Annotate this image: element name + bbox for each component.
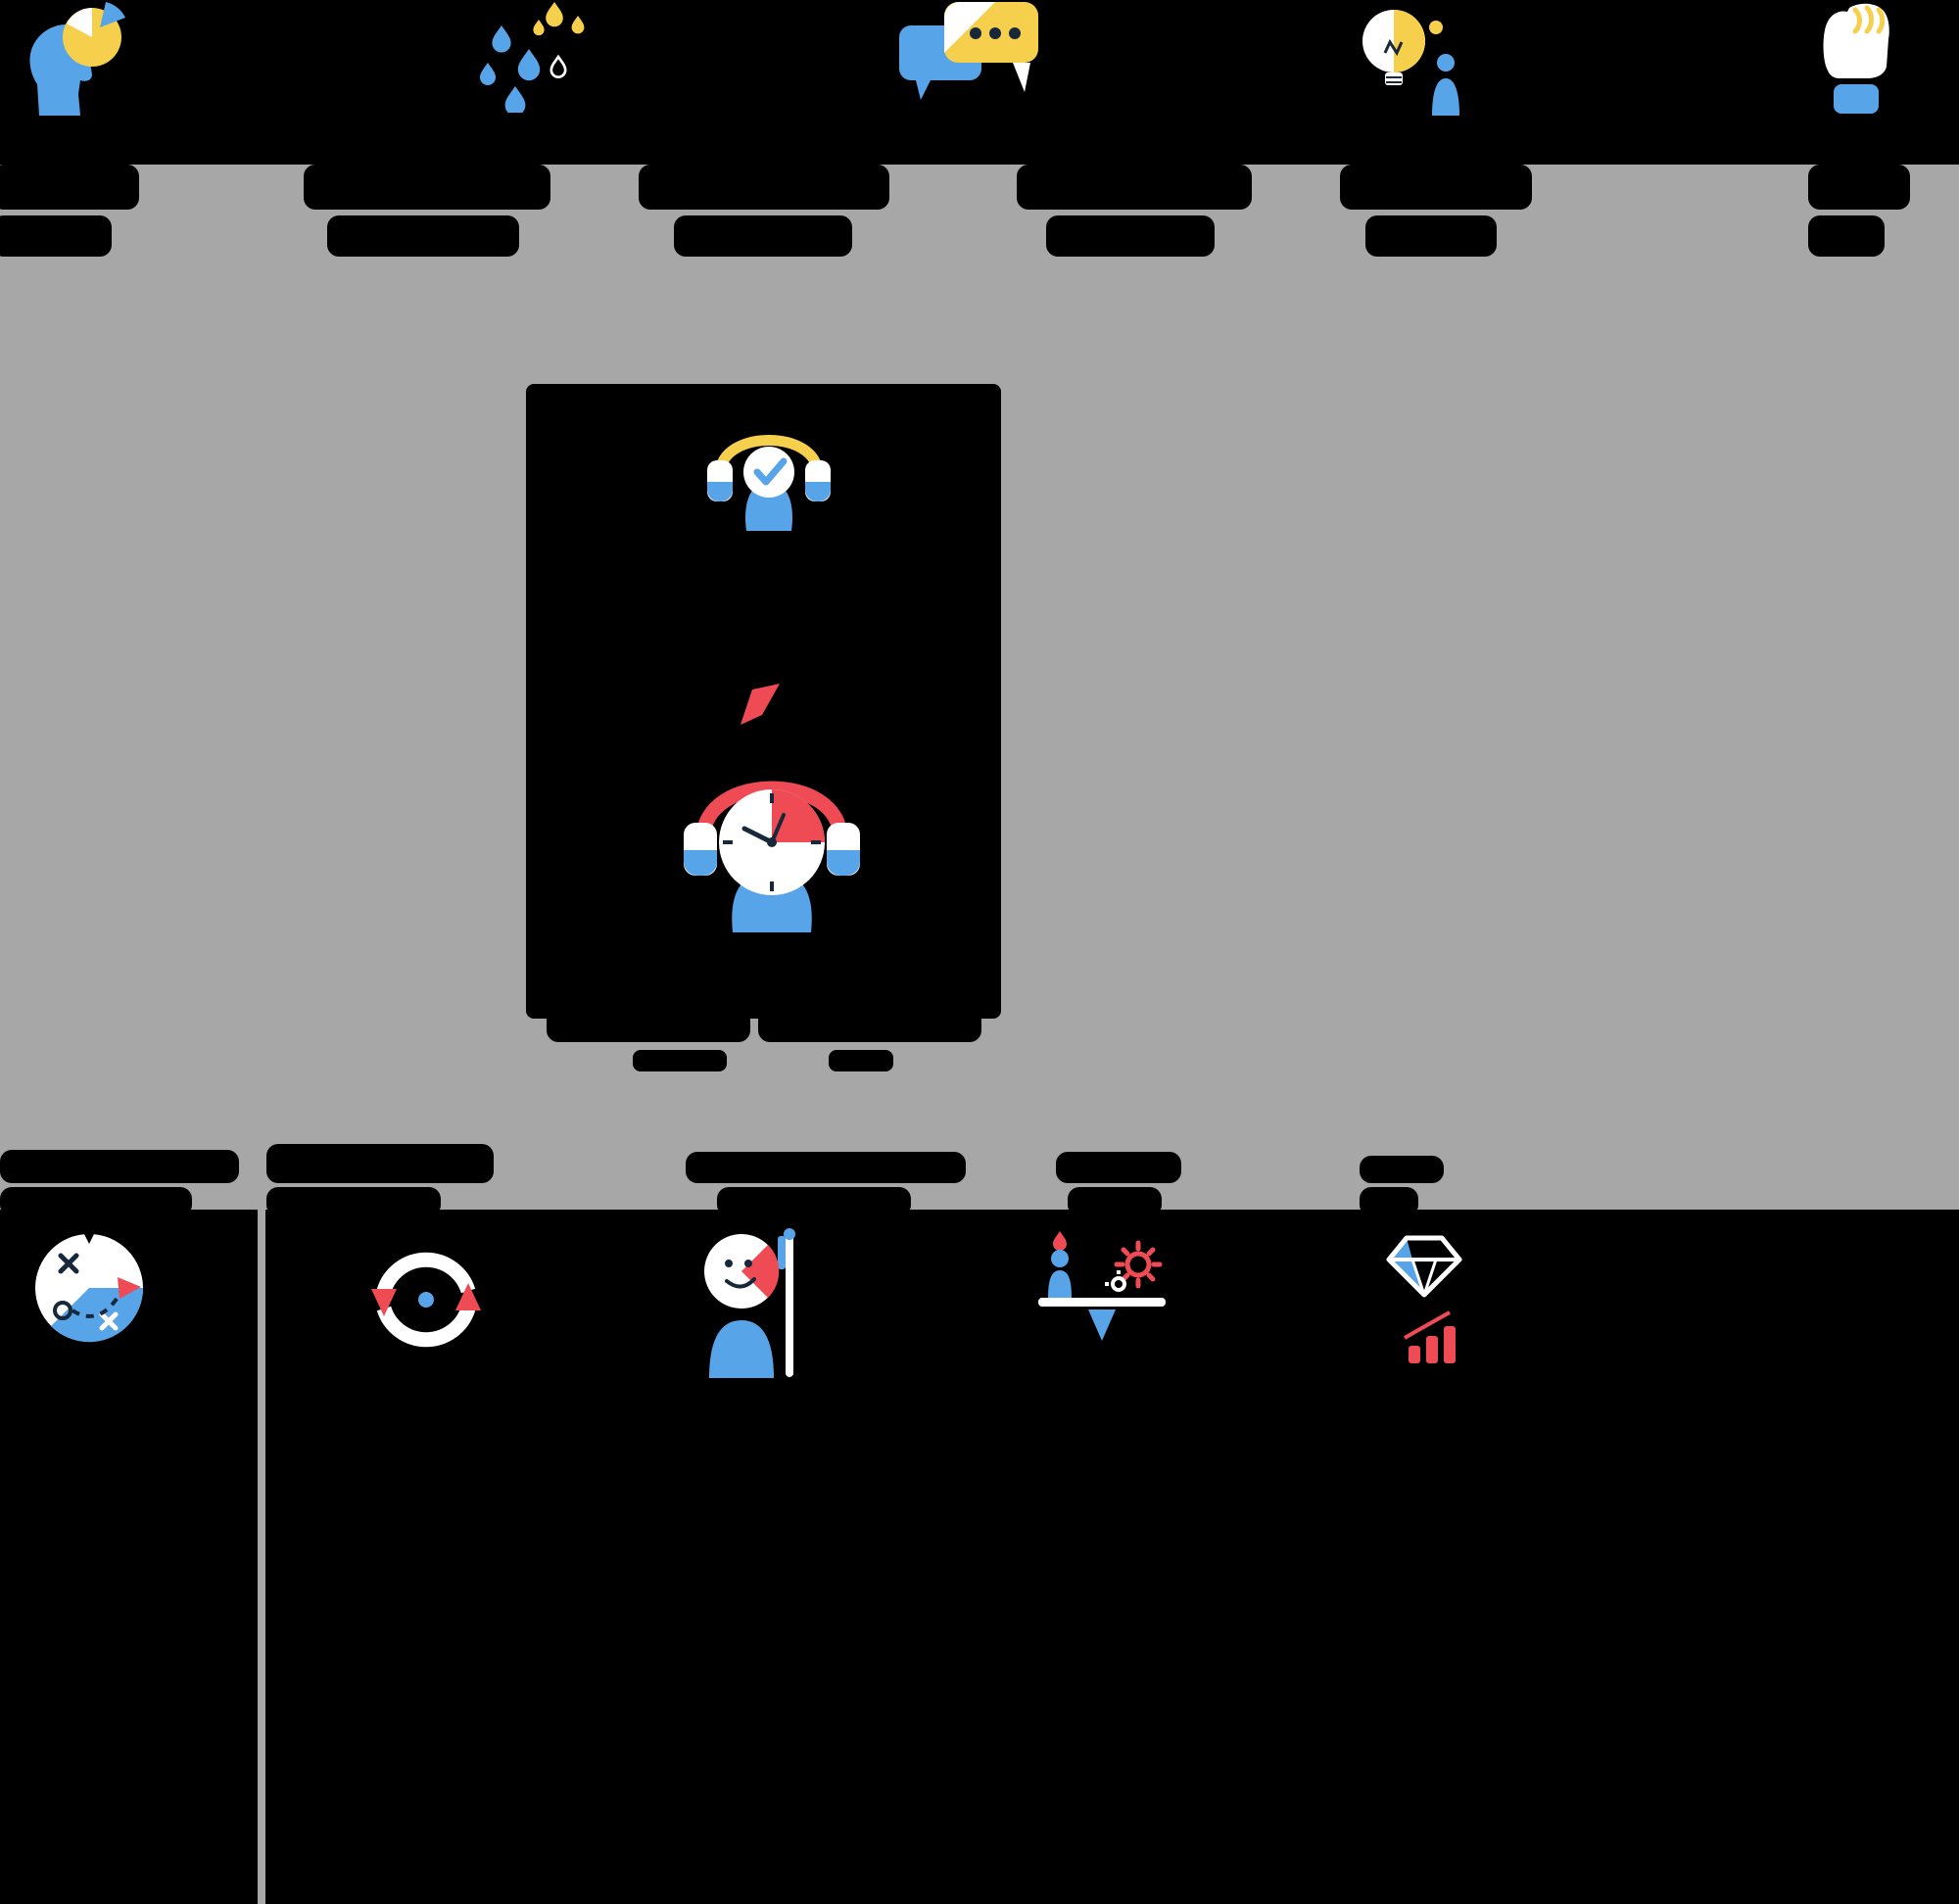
lightbulb-idea-icon (1350, 0, 1472, 116)
caption-silhouette (266, 1144, 494, 1183)
support-agent-timer-icon (684, 756, 860, 932)
raised-fist-icon (1810, 2, 1903, 116)
caption-silhouette (327, 215, 519, 257)
balance-scale-icon (1036, 1229, 1169, 1345)
diamond-value-chart-icon (1369, 1232, 1479, 1364)
happy-customer-flag-icon (697, 1226, 810, 1378)
pie-chart-head-icon (22, 0, 134, 116)
cycle-arrows-icon (368, 1240, 484, 1356)
support-agent-checkmark-icon (705, 415, 833, 531)
caption-silhouette (1360, 1187, 1418, 1216)
caption-silhouette (717, 1187, 911, 1216)
caption-silhouette (686, 1152, 966, 1183)
caption-silhouette (0, 215, 112, 257)
caption-silhouette (1017, 165, 1252, 210)
red-arrow-mark (737, 680, 784, 729)
falling-drops-icon (468, 0, 596, 113)
center-card (526, 384, 1001, 1019)
caption-silhouette (266, 1187, 441, 1216)
caption-silhouette (1808, 165, 1910, 210)
caption-silhouette (1046, 215, 1215, 257)
card-text-silhouette (633, 1050, 727, 1071)
card-text-silhouette (829, 1050, 893, 1071)
caption-silhouette (639, 165, 889, 210)
caption-silhouette (0, 165, 139, 210)
caption-silhouette (0, 1187, 192, 1216)
strategy-tactics-icon (31, 1230, 147, 1346)
card-text-silhouette (547, 1009, 750, 1042)
chat-bubbles-icon (897, 2, 1044, 102)
caption-silhouette (304, 165, 550, 210)
caption-silhouette (1340, 165, 1532, 210)
caption-silhouette (1365, 215, 1497, 257)
caption-silhouette (674, 215, 852, 257)
card-text-silhouette (758, 1009, 981, 1042)
caption-silhouette (1068, 1187, 1162, 1216)
caption-silhouette (1808, 215, 1885, 257)
caption-silhouette (1360, 1156, 1444, 1183)
caption-silhouette (1056, 1152, 1181, 1183)
vertical-divider-line (258, 1210, 265, 1904)
caption-silhouette (0, 1150, 239, 1183)
